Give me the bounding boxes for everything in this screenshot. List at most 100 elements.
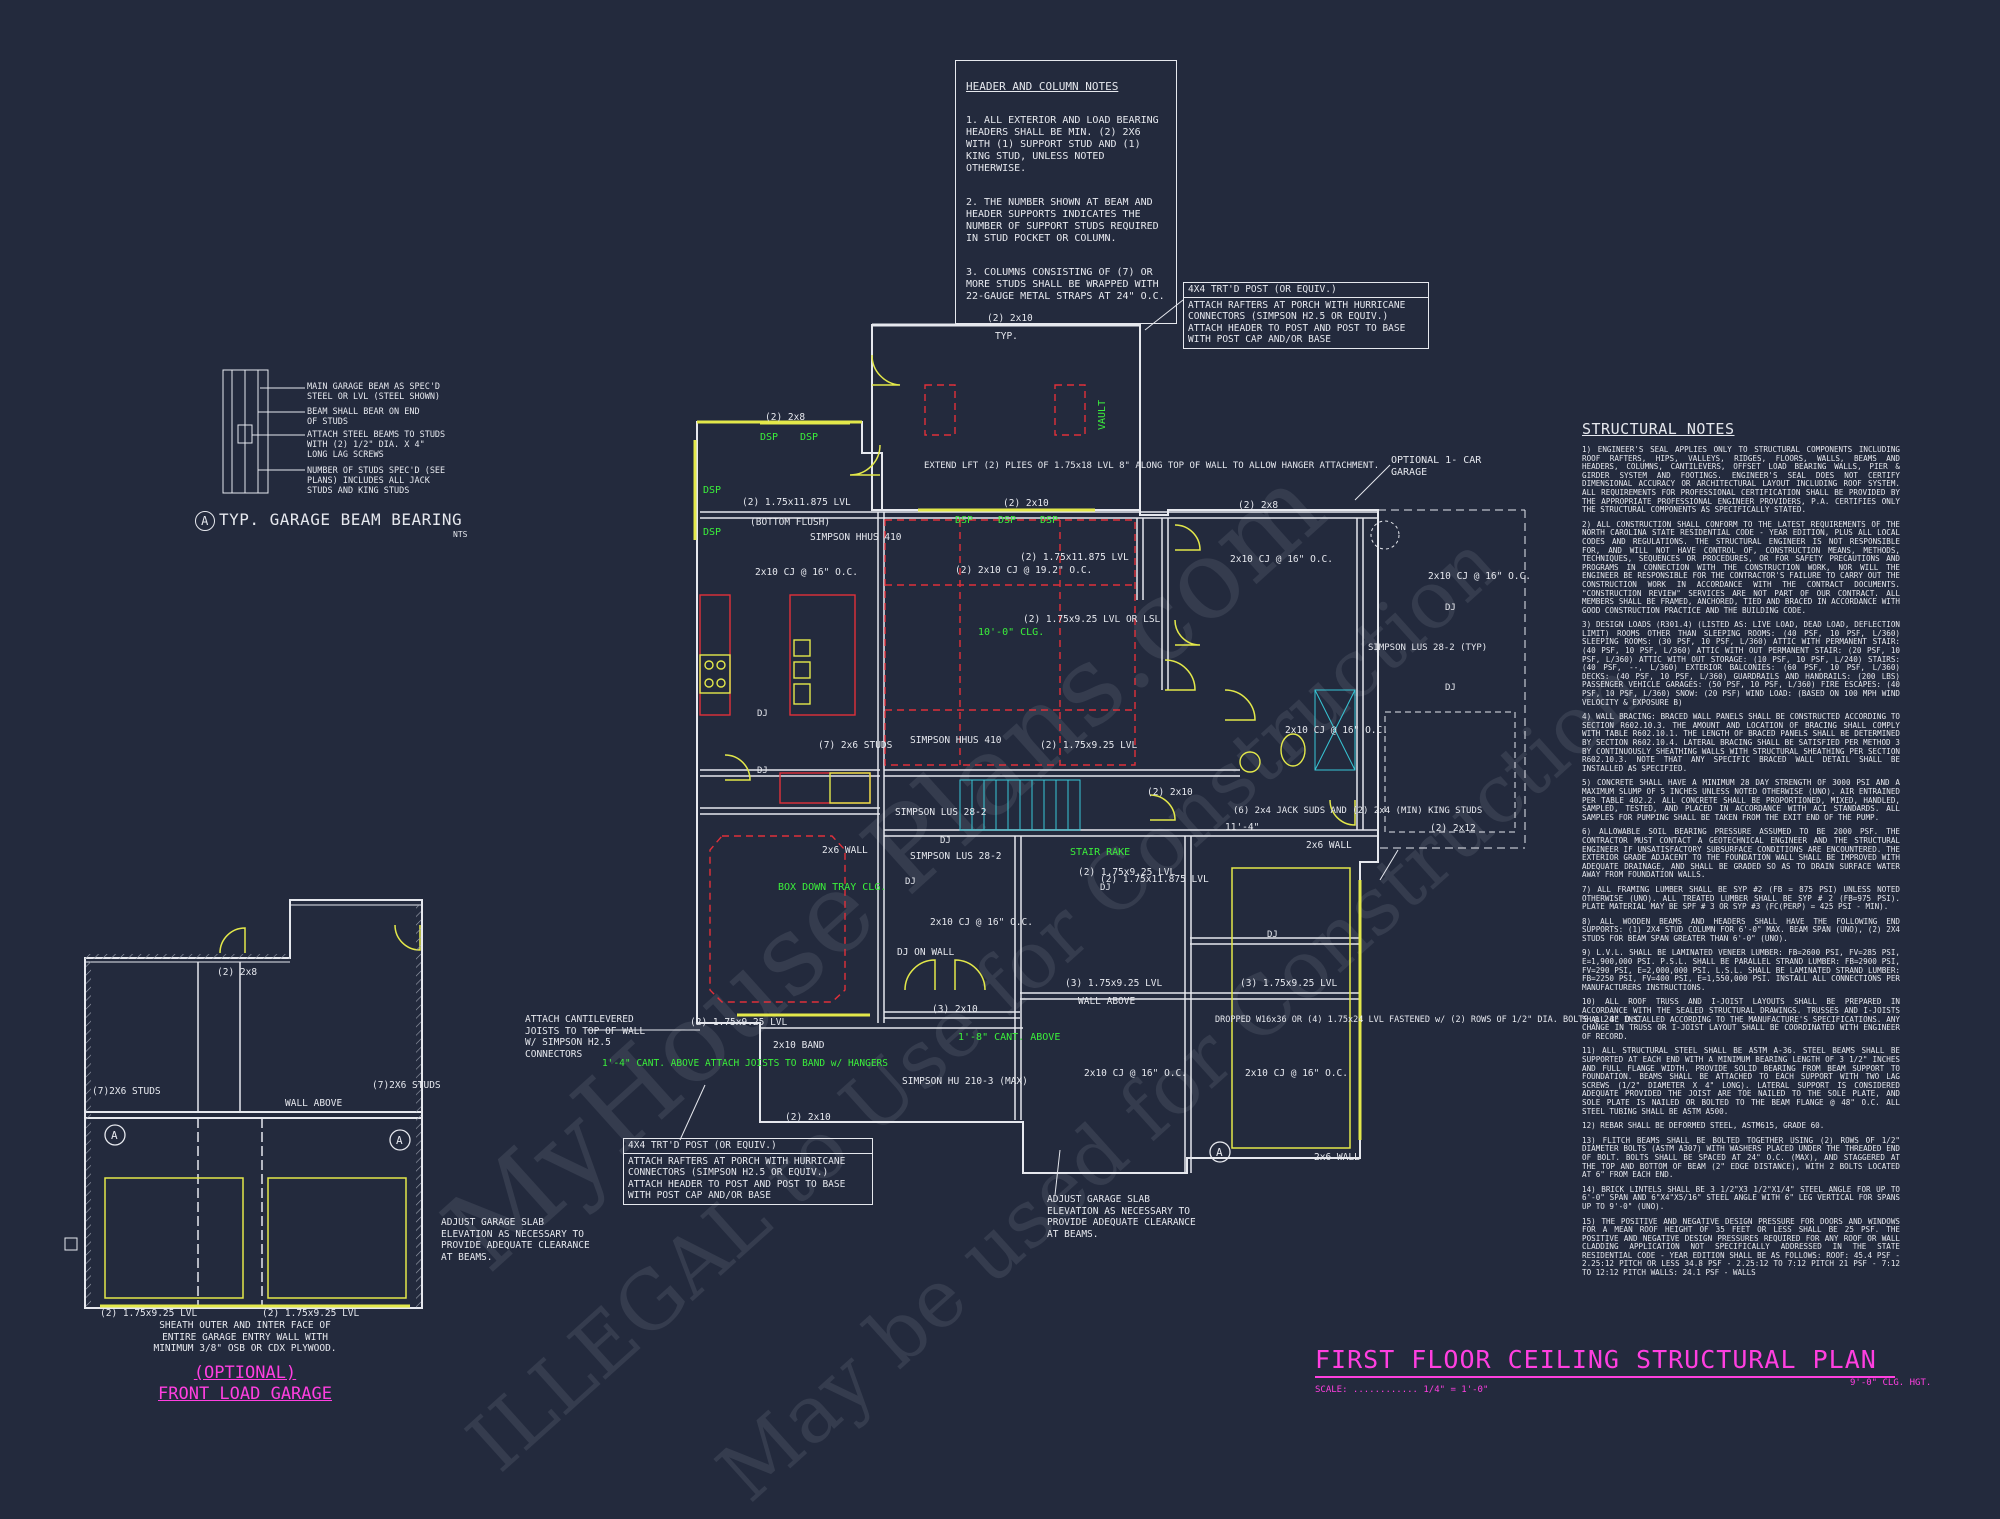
structural-note-8: 8) ALL WOODEN BEAMS AND HEADERS SHALL HA… [1582, 916, 1900, 943]
label-dim: 11'-4" [1225, 822, 1259, 833]
svg-text:A: A [396, 1134, 403, 1147]
structural-note-7: 7) ALL FRAMING LUMBER SHALL BE SYP #2 (F… [1582, 884, 1900, 912]
garage-right-wall-hatch [416, 905, 421, 1310]
beam-note-2: BEAM SHALL BEAR ON END OF STUDS [307, 407, 420, 427]
dj-1: DJ [757, 709, 768, 719]
label-3-2x10: (3) 2x10 [932, 1004, 978, 1015]
label-garage-studs-r: (7)2X6 STUDS [372, 1080, 441, 1091]
label-header-2x10: (2) 2x10 [785, 1112, 831, 1123]
label-garage-studs-l: (7)2X6 STUDS [92, 1086, 161, 1097]
structural-note-15: 15) THE POSITIVE AND NEGATIVE DESIGN PRE… [1582, 1216, 1900, 1278]
dsp-2: DSP [800, 432, 818, 443]
header-column-note-1: 1. ALL EXTERIOR AND LOAD BEARING HEADERS… [966, 115, 1159, 174]
green-stair-rake: STAIR RAKE [1070, 847, 1130, 858]
door-swings [219, 354, 1356, 991]
green-vault: VAULT [1097, 400, 1108, 430]
detail-marker: A [195, 511, 215, 531]
dj-3: DJ [940, 836, 951, 846]
plan-title: FIRST FLOOR CEILING STRUCTURAL PLAN [1315, 1345, 1895, 1378]
label-2x12: (2) 2x12 [1430, 823, 1476, 834]
garage-title-line-2: FRONT LOAD GARAGE [158, 1384, 332, 1404]
dsp-5: DSP [955, 515, 973, 526]
appliances [699, 639, 1306, 804]
label-lvl-925-3b: (3) 1.75x9.25 LVL [1240, 978, 1338, 989]
label-simpson-hhus: SIMPSON HHUS 410 [810, 532, 902, 543]
label-simpson-hhus-2: SIMPSON HHUS 410 [910, 735, 1002, 746]
label-simpson-lus-2: SIMPSON LUS 28-2 [910, 851, 1002, 862]
garage-beam-outline [1231, 867, 1351, 1149]
label-lvl-11875-2: (2) 1.75x11.875 LVL [1100, 874, 1209, 885]
porch-post-note-top-body: ATTACH RAFTERS AT PORCH WITH HURRICANE C… [1188, 299, 1406, 346]
structural-note-13: 13) FLITCH BEAMS SHALL BE BOLTED TOGETHE… [1582, 1135, 1900, 1180]
dj-2: DJ [757, 766, 768, 776]
label-cj-kitchen: 2x10 CJ @ 16" O.C. [755, 567, 858, 578]
porch-post-note-top-title: 4x4 TRT'D POST (OR EQUIV.) [1184, 283, 1428, 298]
label-porch-header: (2) 2x10 [987, 313, 1033, 324]
structural-notes: STRUCTURAL NOTES 1) ENGINEER'S SEAL APPL… [1582, 420, 1900, 1284]
structural-note-10: 10) ALL ROOF TRUSS AND I-JOIST LAYOUTS S… [1582, 997, 1900, 1041]
beam-note-1: MAIN GARAGE BEAM AS SPEC'D STEEL OR LVL … [307, 382, 441, 402]
header-column-note-3: 3. COLUMNS CONSISTING OF (7) OR MORE STU… [966, 267, 1165, 302]
label-wall-above: WALL ABOVE [1078, 996, 1135, 1007]
label-2x10-vert: (2) 2x10 [1147, 787, 1193, 798]
porch-post-note-bottom: 4x4 TRT'D POST (OR EQUIV.) ATTACH RAFTER… [623, 1138, 873, 1205]
structural-note-3: 3) DESIGN LOADS (R301.4) (LISTED AS: LIV… [1582, 620, 1900, 707]
beam-bearing-graphic [222, 369, 305, 494]
green-box-down: BOX DOWN TRAY CLG. [778, 882, 886, 893]
label-extend-lft: EXTEND LFT (2) PLIES OF 1.75x18 LVL 8" A… [924, 461, 1379, 471]
garage-left-wall-hatch [86, 958, 91, 1308]
garage-title: (OPTIONAL) FRONT LOAD GARAGE [130, 1363, 360, 1405]
dj-5: DJ [1100, 883, 1111, 893]
porch-post-note-bottom-body: ATTACH RAFTERS AT PORCH WITH HURRICANE C… [628, 1155, 846, 1202]
label-cj-garage: 2x10 CJ @ 16" O.C. [1428, 571, 1531, 582]
svg-text:A: A [1216, 1146, 1223, 1159]
label-garage-lvl-1: (2) 1.75x9.25 LVL [100, 1308, 198, 1319]
label-2x8: (2) 2x8 [1238, 500, 1278, 511]
label-cj-192: (2) 2x10 CJ @ 19.2" O.C. [955, 565, 1092, 576]
adjust-slab-note-right: ADJUST GARAGE SLAB ELEVATION AS NECESSAR… [1047, 1194, 1196, 1240]
label-lvl-11875-3: (2) 1.75x11.875 LVL [1020, 552, 1129, 563]
label-simpson-hu: SIMPSON HU 210-3 (MAX) [902, 1076, 1028, 1087]
leader-lines [587, 299, 1399, 1196]
plan-labels: (2) 2x10 TYP. EXTEND LFT (2) PLIES OF 1.… [92, 313, 1645, 1319]
structural-note-9: 9) L.V.L. SHALL BE LAMINATED VENEER LUMB… [1582, 948, 1900, 992]
label-garage-lvl-2: (2) 1.75x9.25 LVL [262, 1308, 360, 1319]
structural-notes-title: STRUCTURAL NOTES [1582, 420, 1735, 438]
label-lvl-925: (2) 1.75x9.25 LVL [1078, 867, 1176, 878]
dj-6: DJ [1267, 930, 1278, 940]
beam-bearing-scale: NTS [453, 530, 468, 539]
dsp-3: DSP [703, 485, 721, 496]
adjust-slab-note-left: ADJUST GARAGE SLAB ELEVATION AS NECESSAR… [441, 1217, 590, 1263]
green-notes: 10'-0" CLG. STAIR RAKE BOX DOWN TRAY CLG… [602, 400, 1130, 1069]
label-nook-header: (2) 2x8 [765, 412, 805, 423]
label-simpson-typ: SIMPSON LUS 28-2 (TYP) [1368, 643, 1487, 653]
attach-cantilever-note: ATTACH CANTILEVERED JOISTS TO TOP OF WAL… [525, 1014, 646, 1060]
label-mid-lvl: (2) 1.75x9.25 LVL [1040, 740, 1138, 751]
green-clg-10: 10'-0" CLG. [978, 627, 1044, 638]
label-lvl-925-lsl: (2) 1.75x9.25 LVL OR LSL [1023, 614, 1161, 625]
beam-note-3: ATTACH STEEL BEAMS TO STUDS WITH (2) 1/2… [307, 430, 446, 460]
label-dropped: DROPPED W16x36 OR (4) 1.75x24 LVL FASTEN… [1215, 1015, 1645, 1025]
structural-note-2: 2) ALL CONSTRUCTION SHALL CONFORM TO THE… [1582, 519, 1900, 615]
dsp-6: DSP [998, 515, 1016, 526]
garage-title-line-1: (OPTIONAL) [193, 1363, 297, 1383]
garage-top-wall-hatch [85, 954, 290, 959]
green-cant-1-4: 1'-4" CANT. ABOVE ATTACH JOISTS TO BAND … [602, 1058, 888, 1069]
shower [1314, 689, 1356, 771]
garage-column-marker [64, 1237, 78, 1251]
garage-sheath-note: SHEATH OUTER AND INTER FACE OF ENTIRE GA… [153, 1320, 337, 1354]
dj-7: DJ [1445, 603, 1456, 613]
structural-note-11: 11) ALL STRUCTURAL STEEL SHALL BE ASTM A… [1582, 1046, 1900, 1116]
label-studs: (7) 2x6 STUDS [818, 740, 893, 751]
label-cj-2: 2x10 CJ @ 16" O.C. [1285, 725, 1388, 736]
front-load-garage [84, 899, 423, 1309]
dashed-beams [709, 384, 1136, 1003]
label-lvl-925-3: (3) 1.75x9.25 LVL [1065, 978, 1163, 989]
optional-garage-label: OPTIONAL 1- CAR GARAGE [1391, 455, 1482, 478]
dj-labels: DJ DJ DJ DJ DJ DJ DJ DJ [757, 603, 1456, 940]
structural-note-5: 5) CONCRETE SHALL HAVE A MINIMUM 28 DAY … [1582, 778, 1900, 822]
structural-note-6: 6) ALLOWABLE SOIL BEARING PRESSURE ASSUM… [1582, 827, 1900, 880]
